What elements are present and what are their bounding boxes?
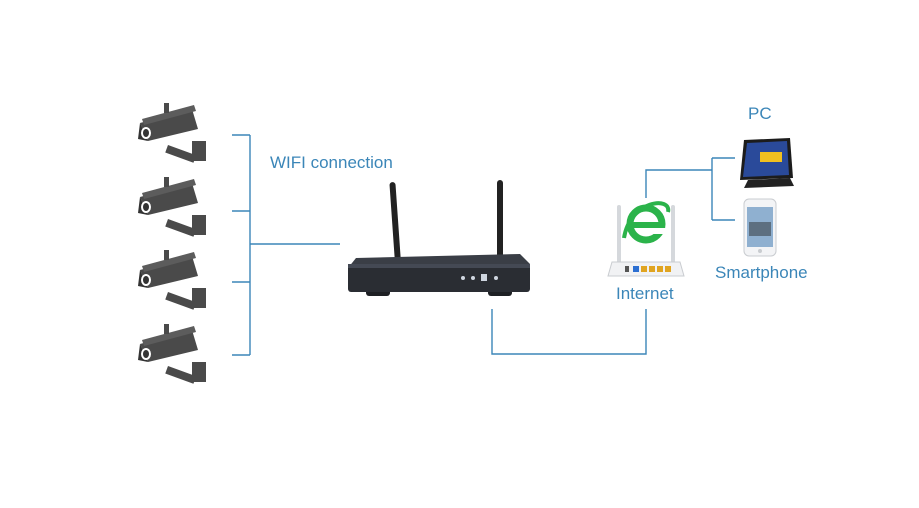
nvr-router-connector — [491, 309, 647, 355]
router-icon — [607, 205, 685, 277]
camera-connector-lines — [232, 134, 340, 356]
camera-icon — [138, 250, 206, 310]
smartphone-icon — [743, 198, 777, 257]
pc-label: PC — [748, 104, 772, 123]
smartphone-label: Smartphone — [715, 263, 808, 282]
wifi-connection-label: WIFI connection — [270, 153, 393, 172]
camera-icon — [138, 177, 206, 237]
camera-icon — [138, 324, 206, 384]
router-device-connector — [645, 157, 735, 221]
monitor-icon — [740, 138, 794, 188]
nvr-icon — [348, 180, 530, 296]
internet-explorer-icon — [622, 201, 671, 244]
camera-icon — [138, 103, 206, 163]
internet-label: Internet — [616, 284, 674, 303]
